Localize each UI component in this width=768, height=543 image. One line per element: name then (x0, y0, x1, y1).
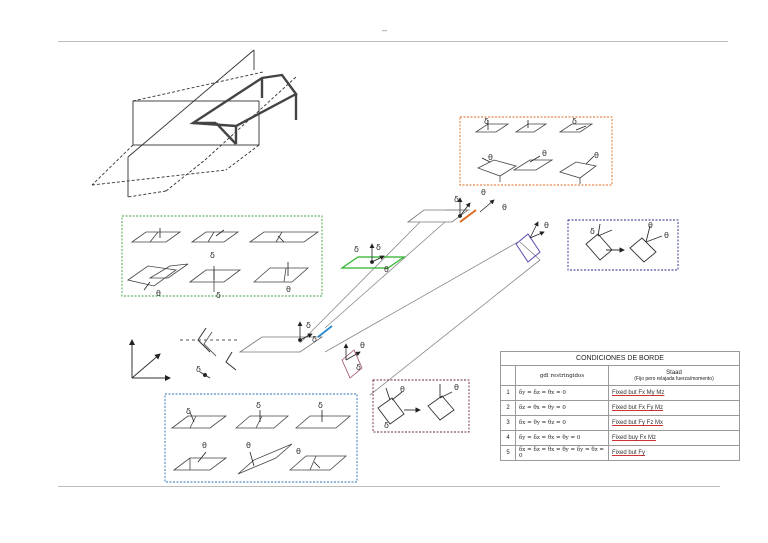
row-staad: Fixed but Fx Fy Mz (608, 400, 740, 416)
orange-delta-1: δ (484, 117, 489, 126)
row-staad: Fixed buy Fx Mz (608, 430, 740, 446)
header-staad-label: Staad (666, 369, 682, 376)
row-num: 5 (500, 445, 516, 461)
row-gdl: δz = θx = θy = 0 (515, 400, 609, 416)
green-theta-2: θ (156, 289, 161, 298)
frame-3d-sketch (91, 49, 298, 198)
blue-delta-2: δ (256, 401, 261, 410)
row-gdl: δx = δz = θx = θy = δy = θz = 0 (515, 445, 609, 461)
blue-theta-1: θ (202, 441, 207, 450)
maroon-theta-1: θ (400, 385, 405, 394)
left-delta: δ (196, 365, 201, 374)
global-axes (129, 339, 171, 381)
chain-theta-3: θ (384, 265, 389, 274)
row-num: 1 (500, 385, 516, 401)
boundary-conditions-table: CONDICIONES DE BORDE gdl restringidos St… (500, 351, 740, 461)
chain-delta-6: δ (312, 335, 317, 344)
blue-theta-2: θ (246, 441, 251, 450)
row-staad: Fixed but Fy Fz Mx (608, 415, 740, 431)
row-staad: Fixed but Fx My Mz (608, 385, 740, 401)
left-support-marks (180, 327, 240, 379)
header-gdl: gdl restringidos (515, 365, 609, 386)
table-title-row: CONDICIONES DE BORDE (500, 351, 740, 366)
maroon-delta-1: δ (384, 421, 389, 430)
row-staad-text: Fixed but Fy (612, 450, 646, 456)
navy-delta-1: δ (590, 227, 595, 236)
table-header-row: gdl restringidos Staad (Fijo pero relaja… (500, 365, 740, 386)
chain-delta-4: δ (454, 195, 459, 204)
chain-theta-2: θ (502, 203, 507, 212)
blue-delta-3: δ (318, 401, 323, 410)
header-num (500, 365, 516, 386)
navy-detail-box: θ θ δ (567, 219, 679, 271)
chain-delta-5: δ (356, 363, 361, 372)
chain-delta-3: δ (376, 243, 381, 252)
row-staad-text: Fixed buy Fx Mz (612, 435, 657, 441)
top-rule (58, 41, 728, 42)
maroon-theta-2: θ (454, 383, 459, 392)
orange-delta-2: δ (572, 117, 577, 126)
green-delta-1: δ (210, 251, 215, 260)
table-row: 3 δx = θy = θz = 0 Fixed but Fy Fz Mx (500, 415, 740, 431)
row-num: 4 (500, 430, 516, 446)
row-num: 3 (500, 415, 516, 431)
row-staad: Fixed but Fy (608, 445, 740, 461)
row-gdl: δx = θy = θz = 0 (515, 415, 609, 431)
navy-theta-2: θ (664, 231, 669, 240)
blue-theta-3: θ (296, 447, 301, 456)
bottom-rule (58, 486, 720, 487)
blue-delta-1: δ (186, 407, 191, 416)
header-staad-sub: (Fijo pero relajada fuerza/momento) (634, 375, 714, 382)
chain-arrows (297, 197, 545, 361)
row-gdl: δy = δz = θx = θy = 0 (515, 430, 609, 446)
header-staad: Staad (Fijo pero relajada fuerza/momento… (608, 365, 740, 386)
row-staad-text: Fixed but Fy Fz Mx (612, 420, 664, 426)
table-row: 1 δy = δz = θx = 0 Fixed but Fx My Mz (500, 385, 740, 401)
blue-detail-box: δ δ δ θ θ θ (164, 393, 358, 483)
chain-symbols: δ δ δ δ θ θ θ θ θ δ δ (306, 188, 549, 372)
chain-theta-1: θ (481, 188, 486, 197)
orange-theta-3: θ (594, 151, 599, 160)
row-staad-text: Fixed but Fx My Mz (612, 390, 665, 396)
chain-theta-4: θ (544, 221, 549, 230)
chain-delta-2: δ (354, 245, 359, 254)
table-title: CONDICIONES DE BORDE (500, 351, 740, 366)
row-num: 2 (500, 400, 516, 416)
green-delta-2: δ (216, 291, 221, 300)
chain-plates (238, 209, 541, 379)
row-staad-text: Fixed but Fx Fy Mz (612, 405, 664, 411)
orange-theta-1: θ (488, 153, 493, 162)
page-header-mark: – (382, 25, 388, 35)
green-theta-1: θ (286, 285, 291, 294)
diagonal-chain (299, 209, 541, 396)
maroon-detail-box: θ θ δ (372, 379, 470, 433)
row-gdl: δy = δz = θx = 0 (515, 385, 609, 401)
green-detail-box: δ δ θ θ (121, 215, 323, 300)
table-row: 4 δy = δz = θx = θy = 0 Fixed buy Fx Mz (500, 430, 740, 446)
chain-delta-1: δ (306, 321, 311, 330)
orange-detail-box: δ δ θ θ θ (459, 116, 613, 186)
navy-theta-1: θ (648, 221, 653, 230)
orange-theta-2: θ (542, 149, 547, 158)
chain-theta-5: θ (360, 341, 365, 350)
table-row: 2 δz = θx = θy = 0 Fixed but Fx Fy Mz (500, 400, 740, 416)
table-row: 5 δx = δz = θx = θy = δy = θz = 0 Fixed … (500, 445, 740, 461)
